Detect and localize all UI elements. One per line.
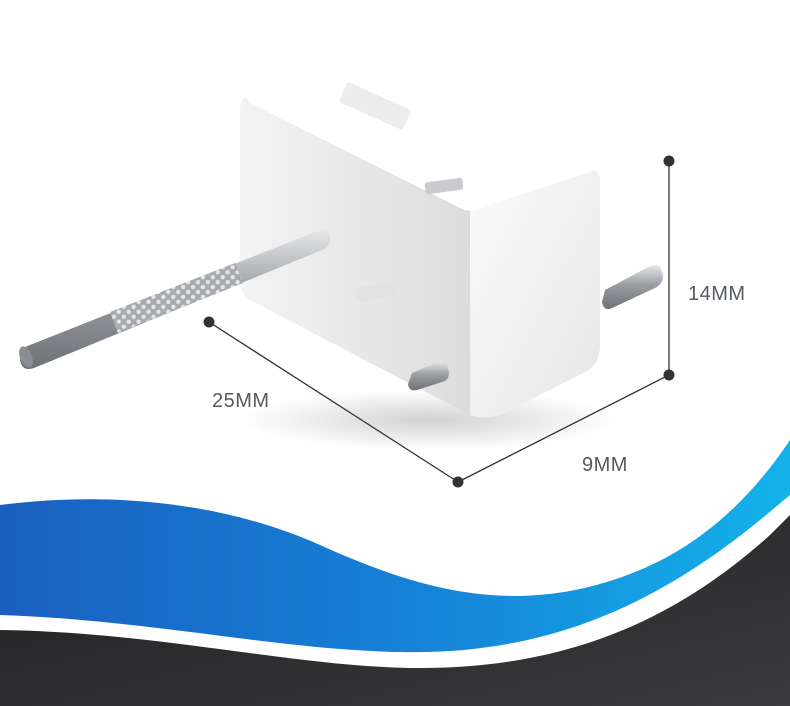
dimension-point-left <box>203 316 215 328</box>
housing-top-face <box>245 60 592 211</box>
dimension-point-right <box>663 369 675 381</box>
wave-background <box>0 440 790 706</box>
bottom-pin <box>408 361 449 391</box>
length-dimension-line <box>208 321 459 483</box>
housing-front-face <box>470 170 600 418</box>
housing-slot <box>424 177 464 195</box>
housing-back-face <box>240 97 470 415</box>
dimension-point-top <box>663 155 675 167</box>
knurled-shaft <box>19 229 330 369</box>
width-label: 9MM <box>582 454 628 476</box>
dimension-lines <box>203 155 675 488</box>
length-label: 25MM <box>212 390 270 412</box>
width-dimension-line <box>457 374 670 483</box>
steel-pin <box>602 264 663 310</box>
gearbox-housing <box>240 60 600 418</box>
height-label: 14MM <box>688 283 746 305</box>
product-shadow <box>240 390 620 450</box>
wave-dark <box>0 515 790 706</box>
dimension-point-bottom <box>452 476 464 488</box>
knurled-section <box>110 263 243 333</box>
